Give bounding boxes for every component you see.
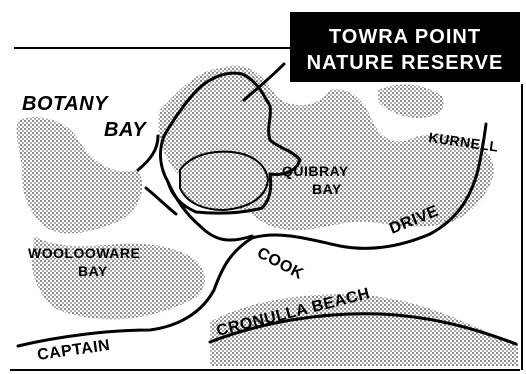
label-quibray-bay: BAY bbox=[312, 181, 342, 197]
label-woolooware-bay: BAY bbox=[78, 263, 108, 279]
label-woolooware: WOOLOOWARE bbox=[28, 245, 140, 261]
roads bbox=[16, 62, 518, 348]
reserve-callout-line-1: TOWRA POINT bbox=[328, 26, 482, 48]
reserve-pointer bbox=[242, 62, 286, 102]
coastline bbox=[136, 134, 254, 242]
beach-line bbox=[208, 312, 518, 346]
label-bay: BAY bbox=[104, 119, 147, 141]
label-cook: COOK bbox=[254, 245, 306, 283]
reserve-island bbox=[179, 150, 270, 212]
label-botany: BOTANY bbox=[22, 93, 109, 115]
captain-cook-drive bbox=[16, 122, 488, 348]
reserve-callout: TOWRA POINT NATURE RESERVE bbox=[290, 12, 520, 82]
map-frame bbox=[10, 47, 523, 371]
reserve-callout-line-2: NATURE RESERVE bbox=[306, 52, 504, 74]
reserve-boundary bbox=[159, 71, 302, 215]
label-quibray: QUIBRAY bbox=[282, 163, 349, 179]
